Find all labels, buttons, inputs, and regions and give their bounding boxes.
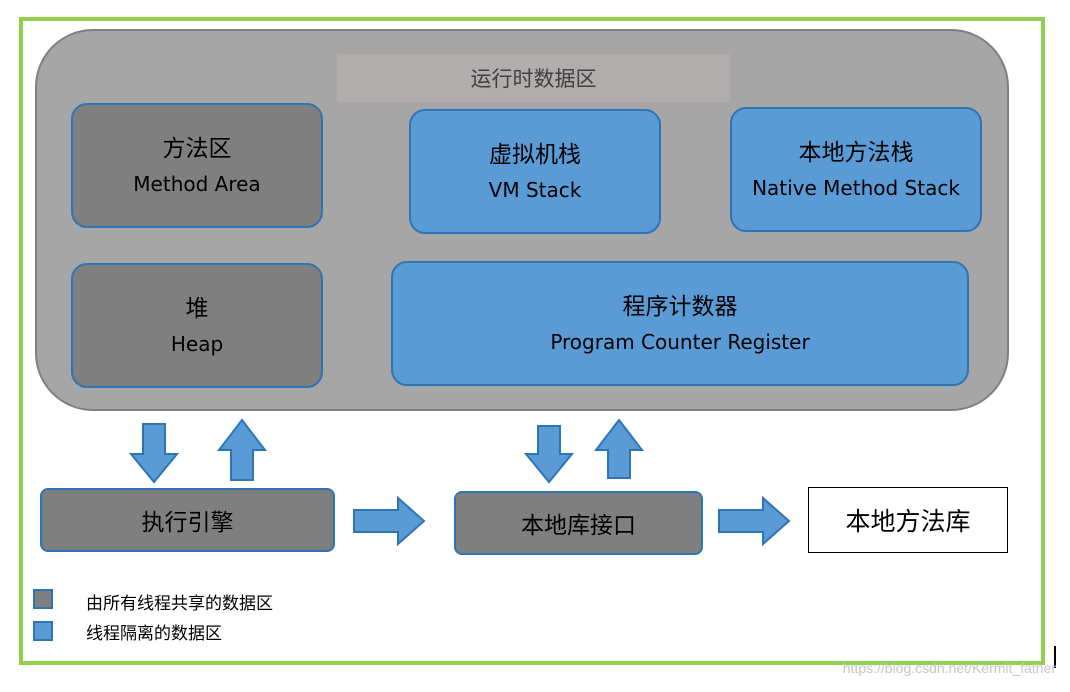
up-arrow-icon	[216, 418, 268, 481]
legend-label-private: 线程隔离的数据区	[86, 624, 222, 644]
method-area-box: 方法区 Method Area	[71, 103, 323, 228]
execution-engine-box: 执行引擎	[40, 488, 335, 552]
vm-stack-box: 虚拟机栈 VM Stack	[409, 109, 661, 234]
native-interface-box: 本地库接口	[454, 491, 703, 555]
down-arrow-icon	[128, 423, 180, 484]
native-method-stack-en-label: Native Method Stack	[752, 175, 960, 200]
program-counter-zh-label: 程序计数器	[622, 293, 738, 320]
diagram-frame	[19, 17, 1045, 665]
native-method-stack-box: 本地方法栈 Native Method Stack	[730, 107, 982, 232]
text-cursor	[1054, 646, 1056, 668]
heap-en-label: Heap	[170, 331, 224, 356]
legend-label-shared: 由所有线程共享的数据区	[86, 594, 273, 614]
heap-zh-label: 堆	[185, 295, 209, 322]
program-counter-en-label: Program Counter Register	[550, 329, 810, 354]
native-method-stack-zh-label: 本地方法栈	[798, 139, 914, 166]
vm-stack-zh-label: 虚拟机栈	[489, 141, 581, 168]
legend-swatch-private	[33, 621, 53, 641]
right-arrow-icon	[718, 495, 791, 547]
up-arrow-icon	[593, 418, 645, 479]
vm-stack-en-label: VM Stack	[488, 177, 582, 202]
legend-swatch-shared	[33, 589, 53, 609]
heap-box: 堆 Heap	[71, 263, 323, 388]
right-arrow-icon	[353, 495, 426, 547]
method-area-zh-label: 方法区	[162, 135, 232, 162]
native-library-box: 本地方法库	[808, 487, 1008, 553]
program-counter-box: 程序计数器 Program Counter Register	[391, 261, 969, 386]
method-area-en-label: Method Area	[133, 171, 261, 196]
down-arrow-icon	[523, 425, 575, 484]
runtime-data-area-title: 运行时数据区	[337, 54, 730, 102]
watermark: https://blog.csdn.net/Kermit_father	[842, 660, 1056, 676]
